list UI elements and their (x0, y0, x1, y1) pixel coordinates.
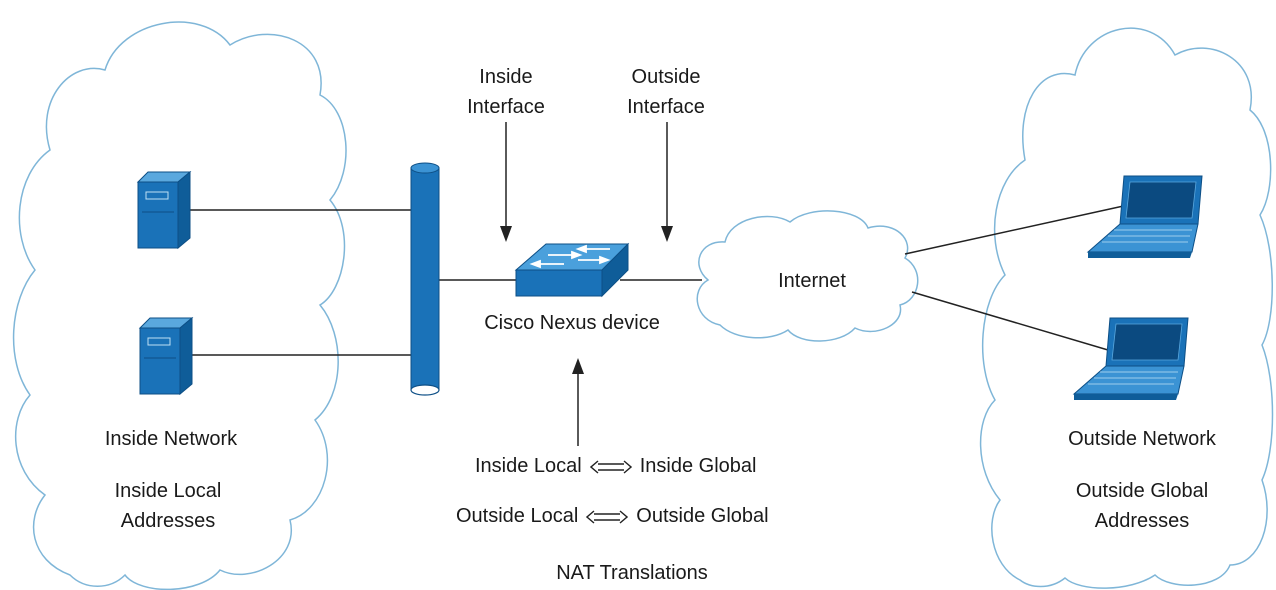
arrow-inside-interface (500, 122, 512, 242)
double-arrow-icon (589, 459, 632, 474)
server-icon (138, 316, 194, 396)
nat-outside-local: Outside Local (456, 505, 579, 527)
inside-interface-line1: Inside (479, 66, 533, 88)
outside-interface-line1: Outside (631, 66, 701, 88)
laptop-icon (1086, 175, 1203, 258)
inside-network-cloud (12, 21, 347, 590)
nat-translations-title: NAT Translations (556, 562, 708, 584)
outside-global-line1: Outside Global (1075, 480, 1209, 502)
link-internet-laptop2 (911, 291, 1109, 351)
nat-row-outside: Outside Local Outside Global (456, 505, 769, 528)
device-label: Cisco Nexus device (484, 312, 660, 334)
server-icon (136, 170, 192, 250)
inside-interface-line2: Interface (467, 96, 545, 118)
outside-interface-line2: Interface (627, 96, 705, 118)
outside-network-cloud (979, 27, 1274, 589)
inside-local-addresses-label: Inside Local Addresses (115, 476, 222, 536)
nat-inside-local: Inside Local (475, 455, 582, 477)
inside-network-label: Inside Network (104, 428, 238, 450)
outside-global-addresses-label: Outside Global Addresses (1076, 476, 1208, 536)
cisco-nexus-switch-icon (514, 242, 630, 298)
double-arrow-icon (586, 509, 629, 524)
arrow-nat-to-device (572, 358, 584, 446)
inside-local-line1: Inside Local (114, 480, 222, 502)
outside-network-label: Outside Network (1068, 428, 1216, 450)
outside-global-line2: Addresses (1094, 510, 1190, 532)
inside-local-line2: Addresses (120, 510, 216, 532)
nat-inside-global: Inside Global (639, 455, 757, 477)
link-internet-laptop1 (904, 204, 1129, 255)
outside-interface-label: Outside Interface (627, 62, 705, 122)
internet-label: Internet (778, 270, 846, 292)
inside-interface-label: Inside Interface (467, 62, 545, 122)
nat-row-inside: Inside Local Inside Global (475, 455, 757, 478)
arrow-outside-interface (661, 122, 673, 242)
internet-cloud (696, 210, 919, 342)
laptop-icon (1072, 317, 1189, 400)
lan-bus-segment (410, 162, 440, 396)
nat-outside-global: Outside Global (636, 505, 769, 527)
